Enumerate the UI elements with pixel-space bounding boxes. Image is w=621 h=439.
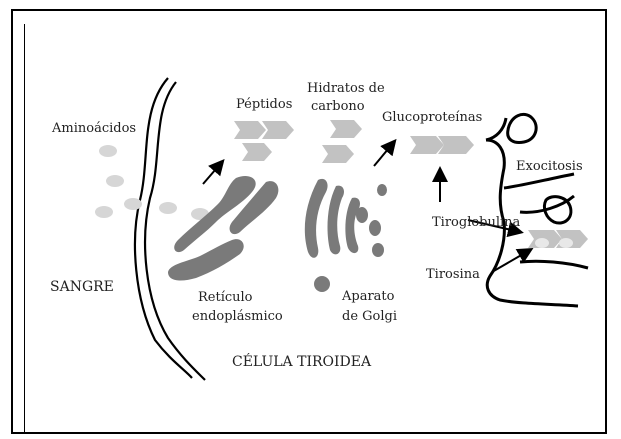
vesicle-exocytosis	[508, 114, 536, 142]
label-hidratos-line1: Hidratos de	[307, 81, 385, 96]
golgi-shape	[305, 179, 328, 258]
label-sangre: SANGRE	[50, 279, 114, 295]
arrow-icon	[374, 142, 394, 166]
carbohydrate-chevrons	[322, 120, 362, 163]
amino-dot	[106, 175, 124, 187]
label-hidratos-line2: carbono	[311, 99, 365, 114]
label-exocitosis: Exocitosis	[516, 159, 583, 174]
membrane-outer	[135, 78, 192, 378]
label-tirosina: Tirosina	[426, 267, 480, 282]
label-reticulo-line1: Retículo	[198, 290, 253, 305]
golgi-vesicle	[377, 184, 387, 196]
golgi-vesicle	[369, 220, 381, 236]
amino-dot	[99, 145, 117, 157]
label-golgi-line2: de Golgi	[342, 309, 397, 324]
apical-membrane-top	[486, 118, 506, 140]
amino-dot	[95, 206, 113, 218]
golgi-vesicle	[356, 207, 368, 223]
label-celula: CÉLULA TIROIDEA	[232, 352, 372, 370]
tyrosine-dot	[535, 238, 549, 248]
golgi-vesicle	[314, 276, 330, 292]
label-glucoproteinas: Glucoproteínas	[382, 110, 482, 125]
glycoprotein-chevrons	[410, 136, 474, 154]
amino-dot	[124, 198, 142, 210]
arrow-icon	[203, 162, 222, 184]
golgi-vesicle	[372, 243, 384, 257]
label-tiroglobulina: Tiroglobulina	[432, 215, 521, 230]
label-peptidos: Péptidos	[236, 97, 292, 112]
label-golgi-line1: Aparato	[341, 289, 395, 304]
exocytosis-line	[504, 174, 574, 188]
apical-membrane-mid	[520, 261, 588, 268]
amino-dot	[159, 202, 177, 214]
tyrosine-dot	[559, 238, 573, 248]
peptide-chevrons	[234, 121, 294, 161]
golgi-shape	[328, 186, 344, 255]
label-reticulo-line2: endoplásmico	[192, 309, 283, 324]
label-aminoacidos: Aminoácidos	[51, 121, 136, 136]
golgi-shape	[345, 198, 360, 253]
